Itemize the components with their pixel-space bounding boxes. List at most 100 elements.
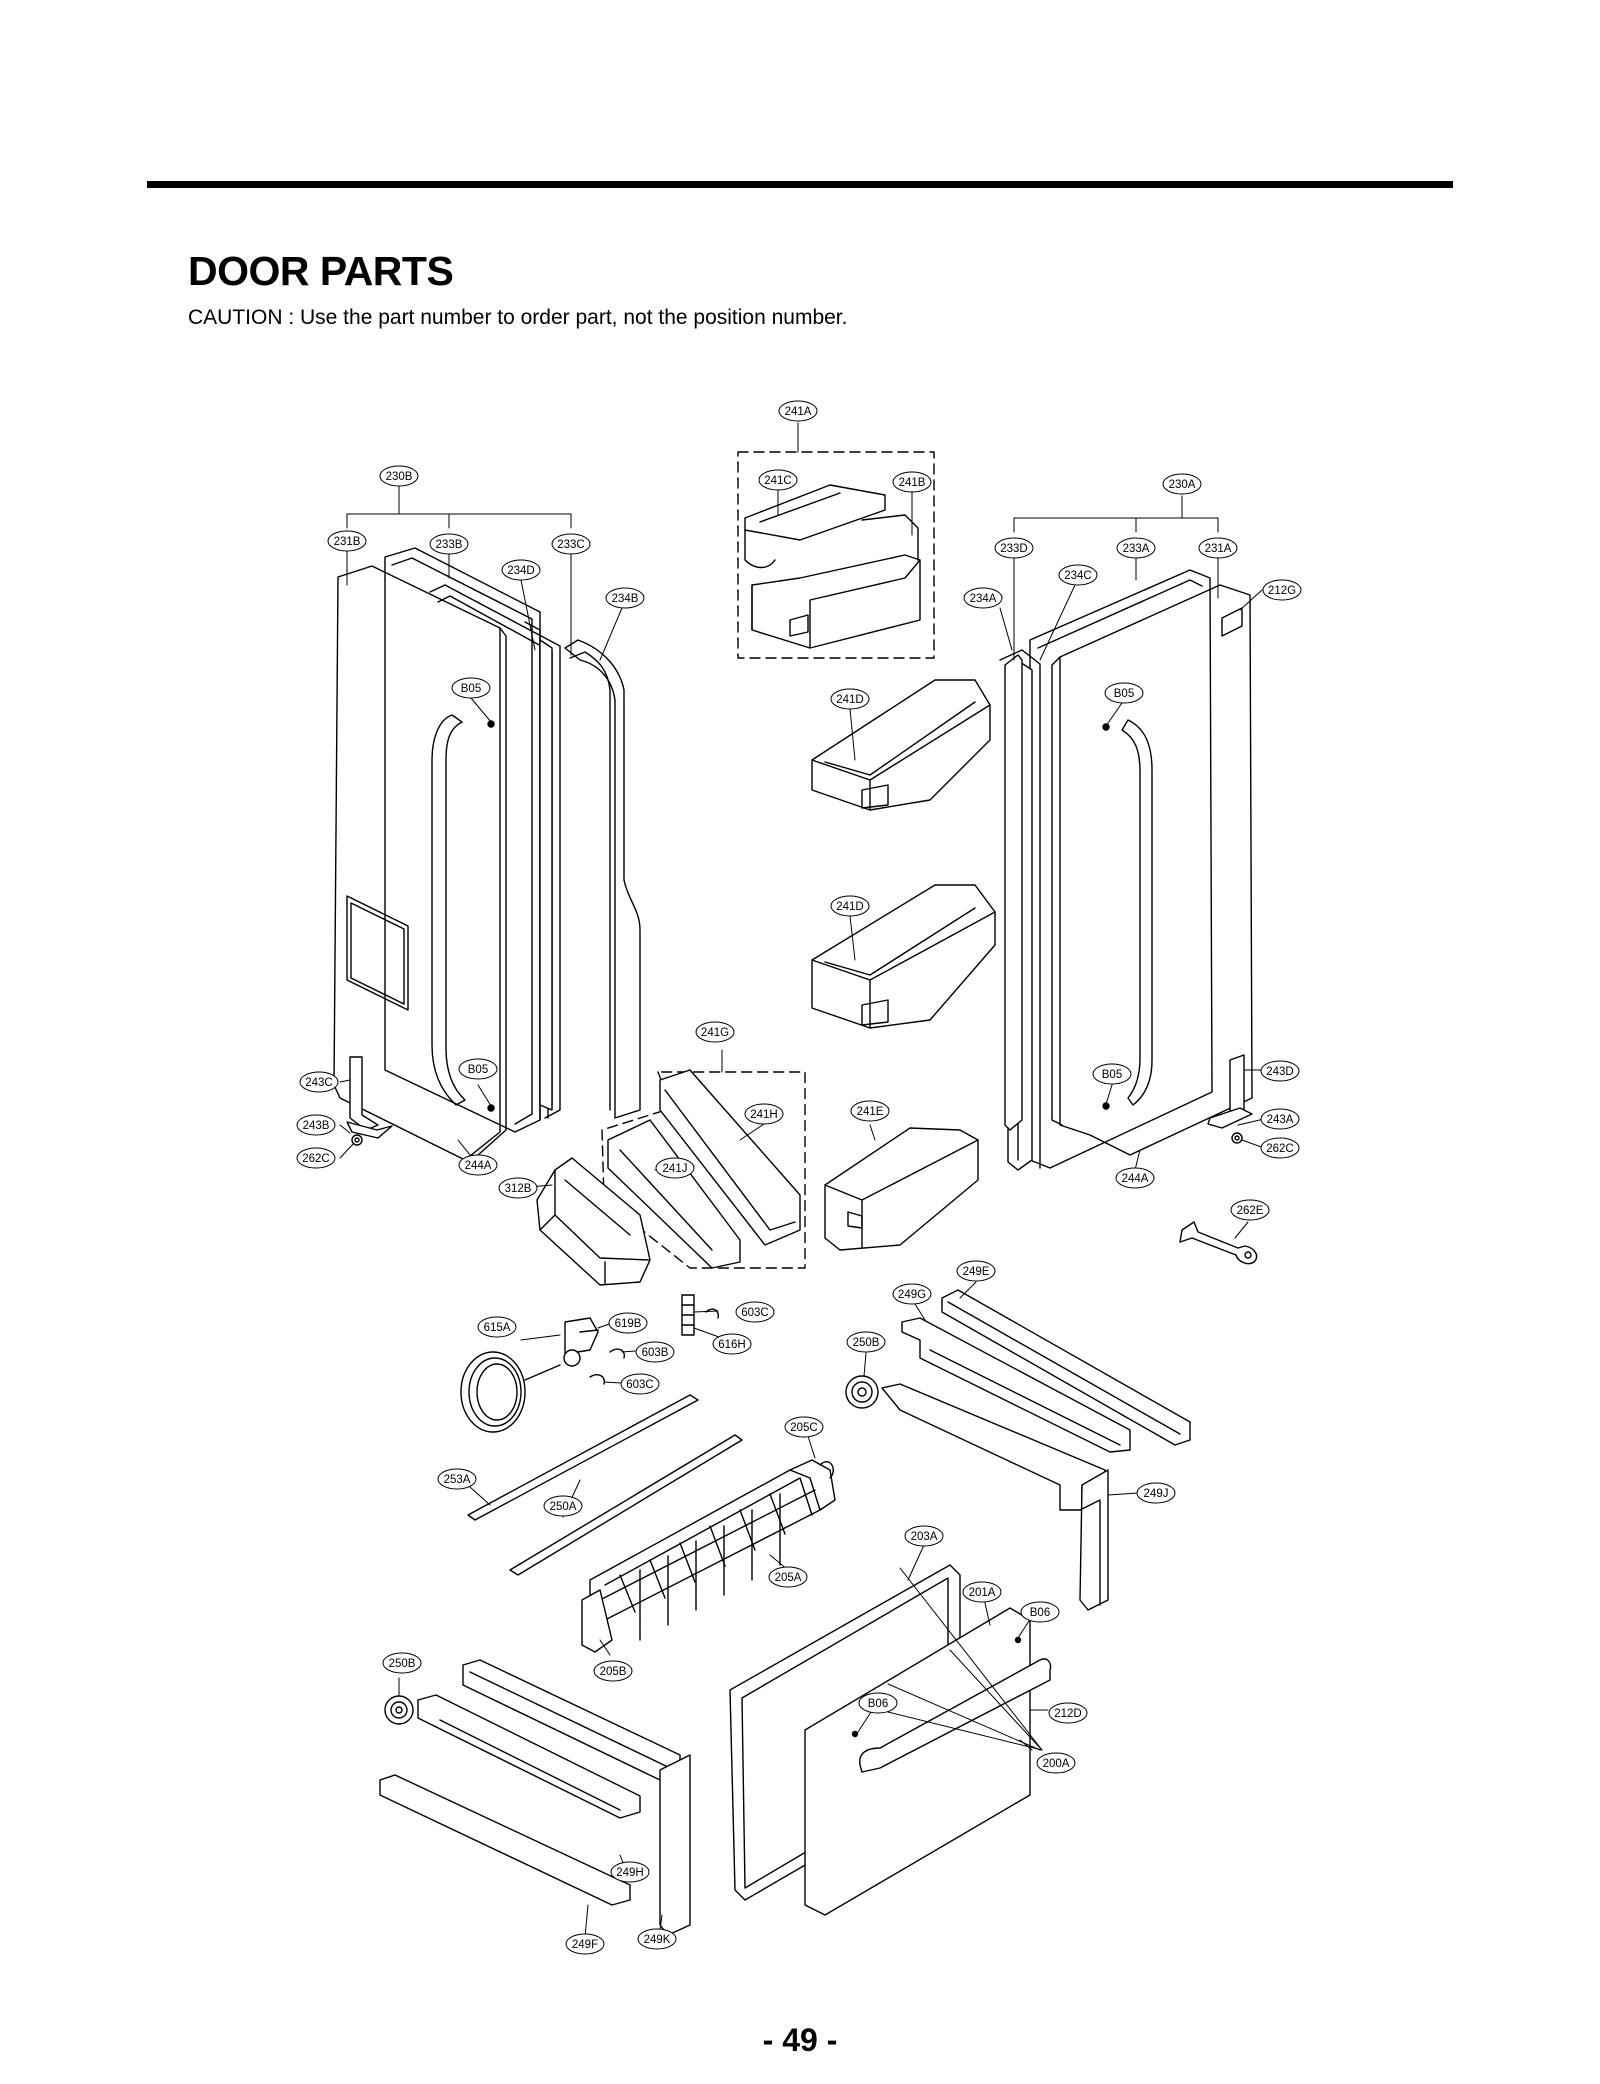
callout-label: 244A bbox=[1122, 1173, 1149, 1185]
callout-label: 233B bbox=[436, 539, 463, 551]
callout-243a: 243A bbox=[1260, 1108, 1300, 1130]
callout-bubble bbox=[744, 1103, 784, 1125]
callout-label: 233C bbox=[557, 539, 585, 551]
callout-bubble bbox=[830, 688, 870, 710]
callout-250b: 250B bbox=[846, 1331, 886, 1353]
callout-b05: B05 bbox=[1104, 682, 1144, 704]
callout-bubble bbox=[1115, 1167, 1155, 1189]
callout-241h: 241H bbox=[744, 1103, 784, 1125]
callout-bubble bbox=[963, 587, 1003, 609]
callout-603c: 603C bbox=[620, 1373, 660, 1395]
freezer-drawer-front bbox=[729, 1564, 1052, 1916]
left-hinge-parts bbox=[346, 1056, 393, 1146]
water-valve-and-tubing bbox=[460, 1294, 720, 1433]
callout-603c: 603C bbox=[735, 1301, 775, 1323]
callout-label: 230B bbox=[386, 471, 413, 483]
callout-241e: 241E bbox=[850, 1100, 890, 1122]
callout-label: 249G bbox=[898, 1289, 926, 1301]
callout-label: 250B bbox=[853, 1337, 880, 1349]
callout-212d: 212D bbox=[1048, 1702, 1088, 1724]
callout-bubble bbox=[858, 1692, 898, 1714]
door-bin-241d-lower bbox=[811, 884, 996, 1029]
callout-bubble bbox=[458, 1154, 498, 1176]
callout-bubble bbox=[1020, 1601, 1060, 1623]
callout-bubble bbox=[735, 1301, 775, 1323]
callout-249e: 249E bbox=[956, 1260, 996, 1282]
right-drawer-slide bbox=[881, 1289, 1191, 1611]
callout-label: 241E bbox=[857, 1106, 884, 1118]
callout-label: 230A bbox=[1169, 479, 1196, 491]
callout-label: 203A bbox=[911, 1531, 938, 1543]
callout-bubble bbox=[437, 1468, 477, 1490]
callout-label: 234A bbox=[970, 593, 997, 605]
callout-603b: 603B bbox=[635, 1341, 675, 1363]
callout-label: 201A bbox=[969, 1587, 996, 1599]
callout-label: 205B bbox=[600, 1666, 627, 1678]
callout-bubble bbox=[1198, 537, 1238, 559]
callout-bubble bbox=[458, 1058, 498, 1080]
callout-241d: 241D bbox=[830, 688, 870, 710]
callout-bubble bbox=[784, 1416, 824, 1438]
callout-233b: 233B bbox=[429, 533, 469, 555]
callout-bubble bbox=[655, 1157, 695, 1179]
callout-b06: B06 bbox=[858, 1692, 898, 1714]
callout-249g: 249G bbox=[892, 1283, 932, 1305]
callout-231b: 231B bbox=[327, 530, 367, 552]
callout-241a: 241A bbox=[778, 400, 818, 422]
callout-label: 249E bbox=[963, 1266, 990, 1278]
callout-241c: 241C bbox=[758, 469, 798, 491]
callout-label: 243D bbox=[1266, 1066, 1294, 1078]
callout-label: 616H bbox=[718, 1339, 746, 1351]
callout-label: 205C bbox=[790, 1422, 818, 1434]
callout-bubble bbox=[1116, 537, 1156, 559]
callout-243b: 243B bbox=[296, 1114, 336, 1136]
callout-616h: 616H bbox=[712, 1333, 752, 1355]
callout-label: 234C bbox=[1064, 570, 1092, 582]
callout-bubble bbox=[778, 400, 818, 422]
callout-bubble bbox=[962, 1581, 1002, 1603]
callout-bubble bbox=[846, 1331, 886, 1353]
callout-label: 231A bbox=[1205, 543, 1232, 555]
door-bin-group-241g bbox=[601, 1069, 806, 1269]
callout-250a: 250A bbox=[543, 1495, 583, 1517]
callout-230b: 230B bbox=[379, 465, 419, 487]
callout-label: 243A bbox=[1267, 1114, 1294, 1126]
callout-b05: B05 bbox=[458, 1058, 498, 1080]
callout-205a: 205A bbox=[768, 1566, 808, 1588]
callout-bubble bbox=[501, 559, 541, 581]
callout-label: 253A bbox=[444, 1474, 471, 1486]
callout-200a: 200A bbox=[1036, 1752, 1076, 1774]
callout-231a: 231A bbox=[1198, 537, 1238, 559]
callout-label: 234B bbox=[612, 593, 639, 605]
callout-bubble bbox=[382, 1652, 422, 1674]
callout-bubble bbox=[904, 1525, 944, 1547]
callout-bubble bbox=[429, 533, 469, 555]
dispenser-housing-312b bbox=[536, 1157, 651, 1286]
callout-label: 205A bbox=[775, 1572, 802, 1584]
callout-bubble bbox=[296, 1114, 336, 1136]
callout-233a: 233A bbox=[1116, 537, 1156, 559]
callout-205c: 205C bbox=[784, 1416, 824, 1438]
right-hinge-parts bbox=[1207, 1054, 1253, 1144]
callout-234a: 234A bbox=[963, 587, 1003, 609]
callout-label: B05 bbox=[468, 1064, 488, 1076]
callout-label: 241D bbox=[836, 901, 864, 913]
callout-bubble bbox=[1260, 1060, 1300, 1082]
freezer-basket bbox=[581, 1459, 836, 1653]
callout-label: 250B bbox=[389, 1658, 416, 1670]
callout-bubble bbox=[551, 533, 591, 555]
page-title: DOOR PARTS bbox=[188, 248, 454, 294]
callout-label: 241C bbox=[764, 475, 792, 487]
callout-label: 250A bbox=[550, 1501, 577, 1513]
callout-label: B05 bbox=[1114, 688, 1134, 700]
callout-bubble bbox=[1260, 1108, 1300, 1130]
callout-212g: 212G bbox=[1262, 579, 1302, 601]
callout-bubble bbox=[1058, 564, 1098, 586]
callout-bubble bbox=[543, 1495, 583, 1517]
callout-label: 233A bbox=[1123, 543, 1150, 555]
callout-label: 244A bbox=[465, 1160, 492, 1172]
callout-label: 603B bbox=[642, 1347, 669, 1359]
callout-label: 233D bbox=[1000, 543, 1028, 555]
callout-bubble bbox=[695, 1021, 735, 1043]
callout-615a: 615A bbox=[477, 1316, 517, 1338]
